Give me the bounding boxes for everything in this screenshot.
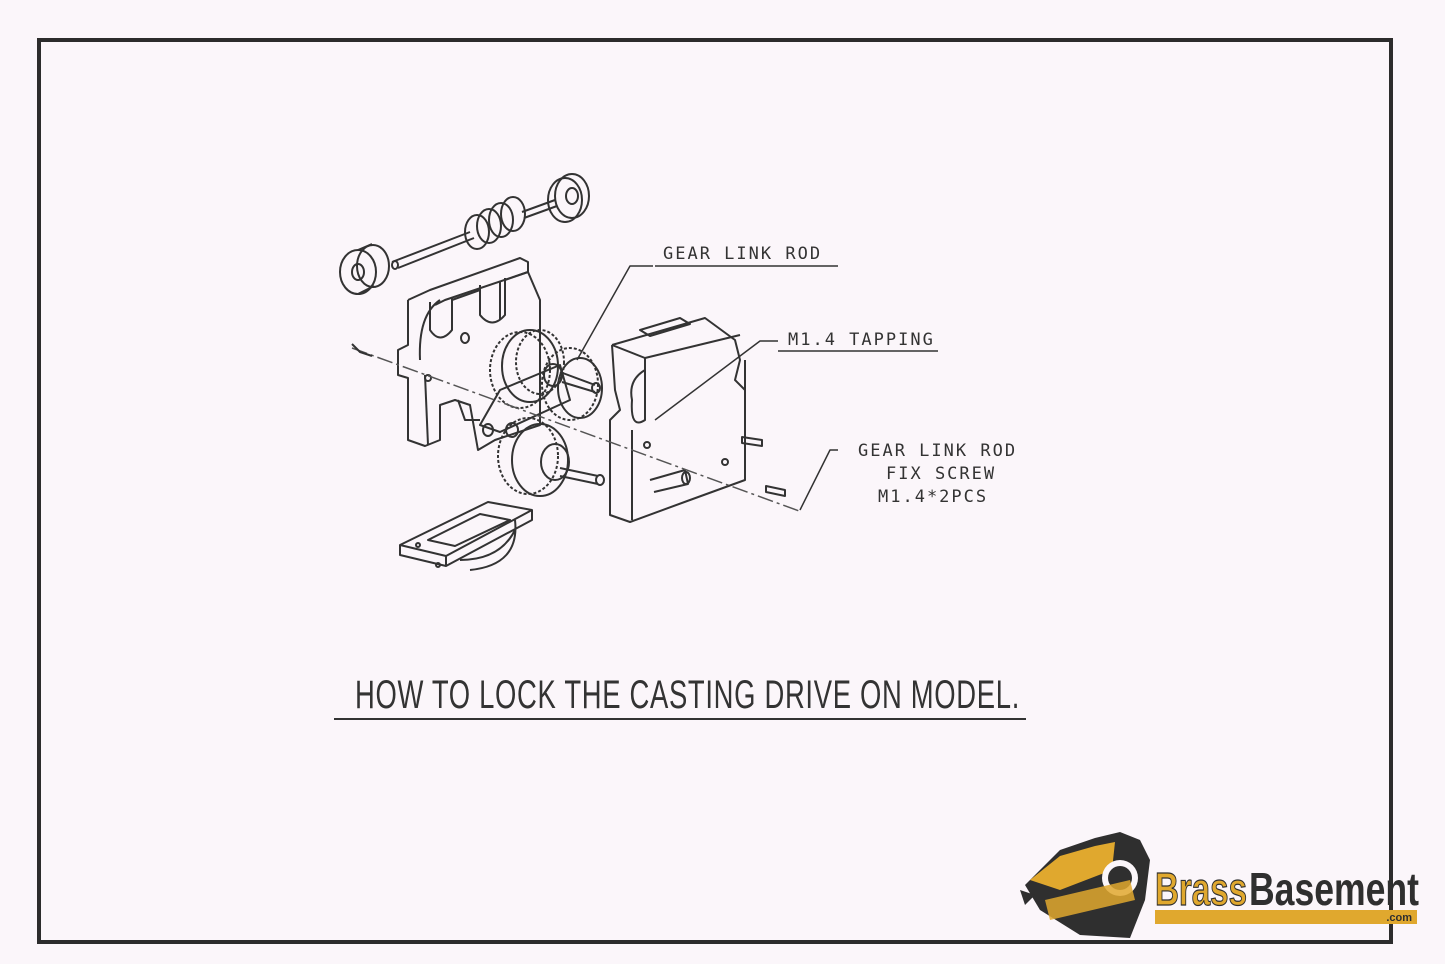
callout-m14-tapping: M1.4 TAPPING [788,330,935,350]
callout-fix-screw-line2: FIX SCREW [886,464,996,484]
worm-gear [464,196,526,250]
leader-lines [576,265,938,511]
logo-underline-bar [1155,910,1417,924]
callout-fix-screw-line1: GEAR LINK ROD [858,441,1017,461]
fix-screws [741,436,786,497]
bottom-cover-plate [399,501,533,571]
drawing-title: HOW TO LOCK THE CASTING DRIVE ON MODEL. [355,673,1020,717]
brassbasement-watermark: Brass Basement .com [1020,832,1419,938]
logo-brass-text: Brass [1155,863,1247,915]
callout-fix-screw-line3: M1.4*2PCS [878,487,988,507]
gear-stack [479,329,605,497]
right-gearbox-half [609,317,746,523]
worm-shaft-assembly [339,173,590,295]
assembly-axis [351,347,803,513]
callout-gear-link-rod: GEAR LINK ROD [663,244,822,264]
locomotive-icon [1020,832,1150,938]
drawing-border [37,38,1393,944]
left-gearbox-half [397,257,541,451]
logo-domain-text: .com [1386,912,1412,924]
logo-basement-text: Basement [1249,863,1419,915]
